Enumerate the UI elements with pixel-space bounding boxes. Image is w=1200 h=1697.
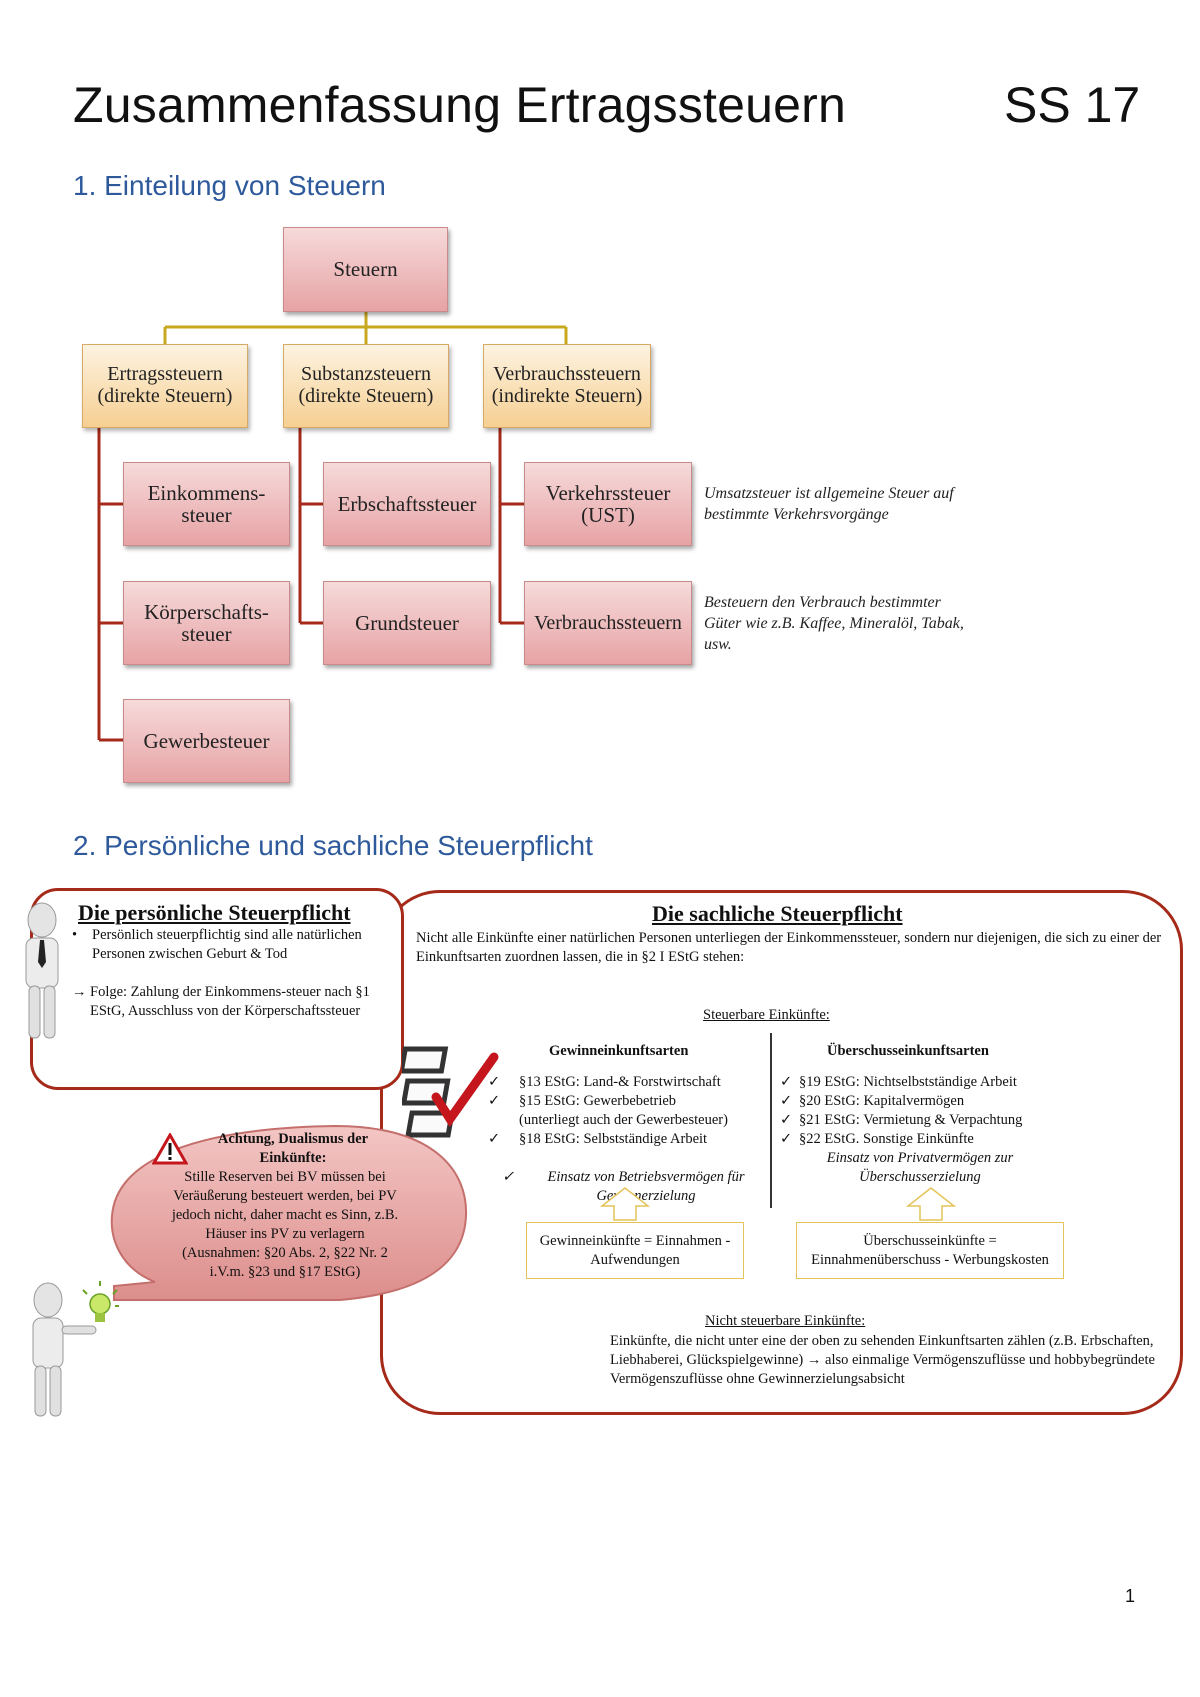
check-icon: ✓ bbox=[780, 1074, 793, 1090]
tree-connectors bbox=[97, 312, 568, 742]
factual-liability-panel bbox=[380, 890, 1183, 1415]
leaf-node-verbrauchssteuern: Verbrauchssteuern bbox=[524, 581, 692, 665]
check-icon: ✓ bbox=[488, 1093, 501, 1109]
personal-bullet-row: • Persönlich steuerpflichtig sind alle n… bbox=[72, 926, 372, 964]
page-number: 1 bbox=[1125, 1586, 1136, 1606]
personal-consequence: Folge: Zahlung der Einkommens-steuer nac… bbox=[90, 984, 370, 1019]
person-idea-icon bbox=[32, 1281, 119, 1417]
leaf-node-grundsteuer: Grundsteuer bbox=[323, 581, 491, 665]
profit-item: §15 EStG: Gewerbebetrieb bbox=[519, 1093, 677, 1109]
factual-intro: Nicht alle Einkünfte einer natürlichen P… bbox=[416, 930, 1162, 965]
profit-list: ✓ §13 EStG: Land-& Forstwirtschaft ✓ §15 E… bbox=[488, 1073, 778, 1149]
category-node-ertragssteuern: Ertragssteuern (direkte Steuern) bbox=[82, 344, 248, 428]
surplus-item: §19 EStG: Nichtselbstständige Arbeit bbox=[799, 1074, 1017, 1090]
leaf-node-einkommensteuer: Einkommens-steuer bbox=[123, 462, 290, 546]
check-icon: ✓ bbox=[780, 1131, 793, 1147]
factual-title: Die sachliche Steuerpflicht bbox=[652, 901, 903, 926]
note-verbrauchssteuern: Besteuern den Verbrauch bestimmter Güter… bbox=[704, 594, 964, 653]
warning-text: Stille Reserven bei BV müssen bei Veräuß… bbox=[171, 1169, 399, 1280]
nontaxable-text: Einkünfte, die nicht unter eine der oben… bbox=[610, 1333, 1155, 1387]
warning-title: Achtung, Dualismus der Einkünfte: bbox=[217, 1131, 369, 1166]
root-node: Steuern bbox=[283, 227, 448, 312]
surplus-item: §20 EStG: Kapitalvermögen bbox=[799, 1093, 965, 1109]
profit-heading: Gewinneinkunftsarten bbox=[549, 1043, 689, 1059]
category-node-verbrauchssteuern: Verbrauchssteuern (indirekte Steuern) bbox=[483, 344, 651, 428]
check-icon: ✓ bbox=[780, 1112, 793, 1128]
nontaxable-label: Nicht steuerbare Einkünfte: bbox=[705, 1313, 866, 1329]
profit-formula: Gewinneinkünfte = Einnahmen - Aufwendung… bbox=[526, 1222, 744, 1279]
document-title: Zusammenfassung Ertragssteuern bbox=[73, 77, 847, 133]
section2-heading: 2. Persönliche und sachliche Steuerpflic… bbox=[73, 830, 593, 861]
thinking-person-icon bbox=[25, 902, 59, 1039]
surplus-formula: Überschusseinkünfte = Einnahmenüberschus… bbox=[796, 1222, 1064, 1279]
warning-bubble-shape bbox=[110, 1124, 468, 1301]
column-divider bbox=[770, 1033, 772, 1208]
check-icon: ✓ bbox=[502, 1169, 515, 1185]
arrow-up-icon bbox=[600, 1187, 650, 1221]
semester-label: SS 17 bbox=[1004, 77, 1141, 133]
check-icon: ✓ bbox=[488, 1074, 501, 1090]
personal-bullet: Persönlich steuerpflichtig sind alle nat… bbox=[92, 927, 362, 962]
leaf-node-koerperschaftsteuer: Körperschafts-steuer bbox=[123, 581, 290, 665]
surplus-item: §22 EStG. Sonstige Einkünfte bbox=[799, 1131, 974, 1147]
leaf-node-erbschaftssteuer: Erbschaftssteuer bbox=[323, 462, 491, 546]
personal-liability-panel bbox=[30, 888, 404, 1090]
profit-item: §18 EStG: Selbstständige Arbeit bbox=[519, 1131, 708, 1147]
profit-item: §13 EStG: Land-& Forstwirtschaft bbox=[519, 1074, 721, 1090]
arrow-up-icon bbox=[906, 1187, 956, 1221]
leaf-node-gewerbesteuer: Gewerbesteuer bbox=[123, 699, 290, 783]
taxable-label: Steuerbare Einkünfte: bbox=[703, 1007, 830, 1023]
surplus-note: Einsatz von Privatvermögen zur Überschus… bbox=[826, 1150, 1014, 1185]
arrow-right-icon: → bbox=[72, 984, 87, 1000]
surplus-item: §21 EStG: Vermietung & Verpachtung bbox=[799, 1112, 1023, 1128]
surplus-list: ✓ §19 EStG: Nichtselbstständige Arbeit ✓ §… bbox=[780, 1073, 1110, 1149]
check-icon: ✓ bbox=[488, 1131, 501, 1147]
personal-consequence-row: → Folge: Zahlung der Einkommens-steuer n… bbox=[72, 983, 372, 1021]
surplus-heading: Überschusseinkunftsarten bbox=[827, 1043, 989, 1059]
checklist-icon bbox=[402, 1046, 499, 1138]
section1-heading: 1. Einteilung von Steuern bbox=[73, 170, 386, 201]
category-node-substanzsteuern: Substanzsteuern (direkte Steuern) bbox=[283, 344, 449, 428]
note-umsatzsteuer: Umsatzsteuer ist allgemeine Steuer auf b… bbox=[704, 485, 954, 523]
warning-icon bbox=[152, 1133, 188, 1165]
personal-title: Die persönliche Steuerpflicht bbox=[78, 900, 351, 925]
profit-item-note: (unterliegt auch der Gewerbesteuer) bbox=[519, 1112, 728, 1128]
check-icon: ✓ bbox=[780, 1093, 793, 1109]
leaf-node-verkehrssteuer: Verkehrssteuer (UST) bbox=[524, 462, 692, 546]
bullet-dot: • bbox=[72, 927, 78, 943]
